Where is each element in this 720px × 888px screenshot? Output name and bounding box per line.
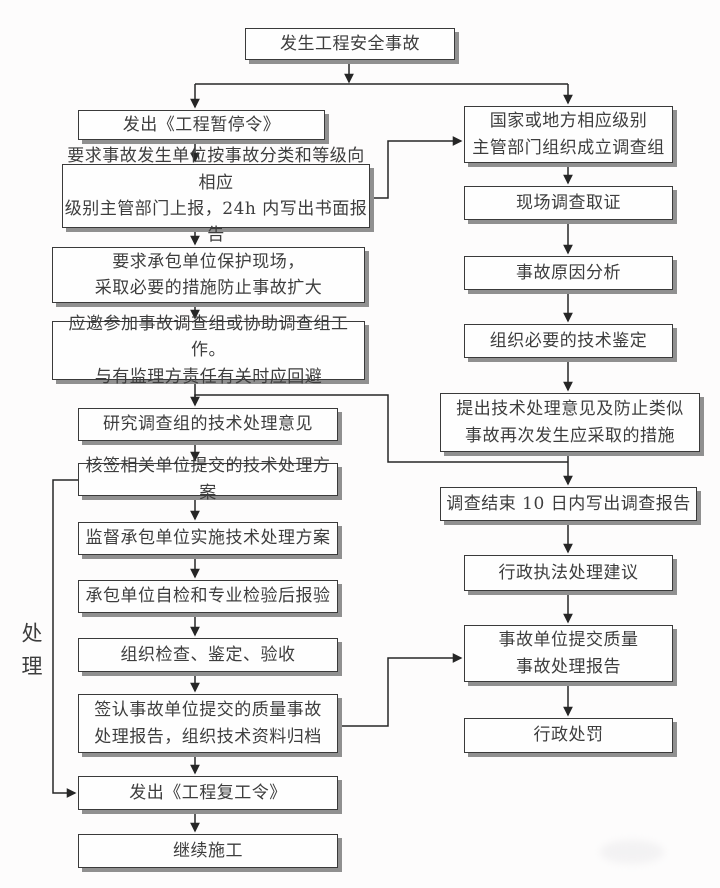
node-review-technical-opinions: 研究调查组的技术处理意见 <box>78 408 338 441</box>
node-administrative-penalty: 行政处罚 <box>464 718 673 753</box>
node-protect-site: 要求承包单位保护现场， 采取必要的措施防止事故扩大 <box>52 247 365 303</box>
node-countersign-technical-plan: 核签相关单位提交的技术处理方案 <box>78 456 338 503</box>
node-report-to-authority: 要求事故发生单位按事故分类和等级向相应 级别主管部门上报，24h 内写出书面报告 <box>62 146 370 245</box>
node-submit-accident-report: 事故单位提交质量 事故处理报告 <box>464 625 673 682</box>
node-form-investigation-team: 国家或地方相应级别 主管部门组织成立调查组 <box>464 106 673 163</box>
node-supervise-implementation: 监督承包单位实施技术处理方案 <box>78 522 338 555</box>
node-join-investigation-team: 应邀参加事故调查组或协助调查组工作。 与有监理方责任有关时应回避 <box>52 314 365 387</box>
node-investigation-report: 调查结束 10 日内写出调查报告 <box>440 487 697 521</box>
side-label-handling: 处理 <box>19 622 43 688</box>
node-site-investigation: 现场调查取证 <box>464 186 673 220</box>
node-propose-measures: 提出技术处理意见及防止类似 事故再次发生应采取的措施 <box>440 393 700 452</box>
node-organize-inspection-acceptance: 组织检查、鉴定、验收 <box>78 638 338 672</box>
node-continue-construction: 继续施工 <box>78 834 338 868</box>
watermark-smudge <box>600 840 664 864</box>
node-cause-analysis: 事故原因分析 <box>464 256 673 290</box>
node-technical-appraisal: 组织必要的技术鉴定 <box>464 324 673 358</box>
node-issue-suspension-order: 发出《工程暂停令》 <box>78 110 325 140</box>
node-countersign-accident-report-archive: 签认事故单位提交的质量事故 处理报告，组织技术资料归档 <box>78 694 338 753</box>
node-contractor-self-inspection: 承包单位自检和专业检验后报验 <box>78 580 338 613</box>
node-enforcement-suggestion: 行政执法处理建议 <box>464 555 673 591</box>
node-issue-resume-order: 发出《工程复工令》 <box>78 776 338 810</box>
node-accident-occurs: 发生工程安全事故 <box>245 28 455 60</box>
